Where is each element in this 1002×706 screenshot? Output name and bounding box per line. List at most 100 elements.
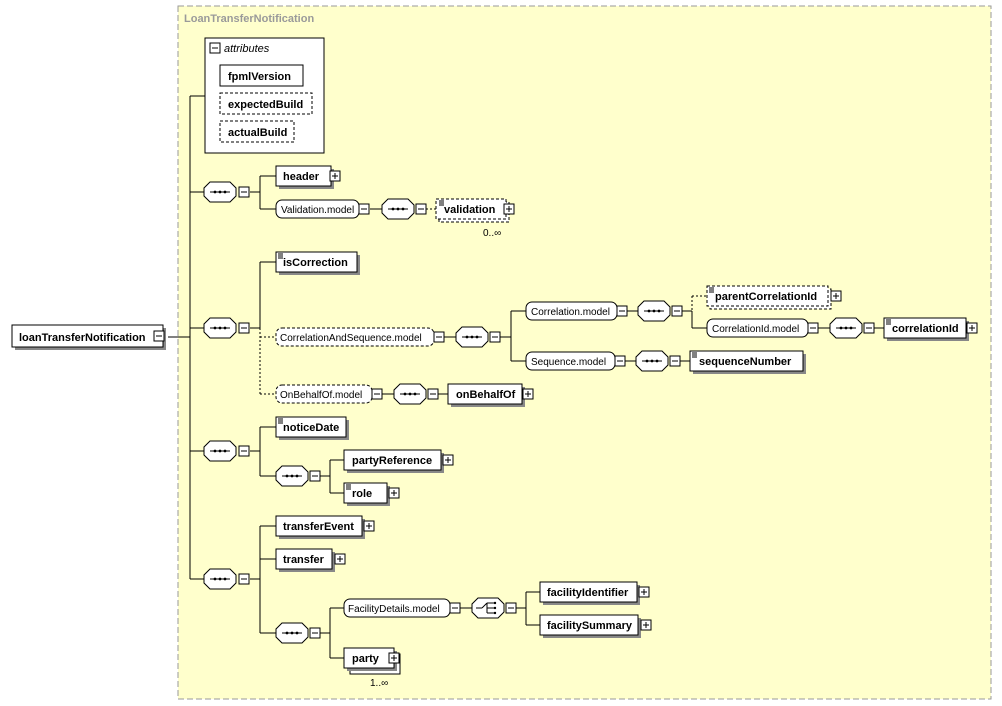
root-element[interactable]: loanTransferNotification — [11, 324, 166, 350]
collapse-icon[interactable] — [209, 42, 221, 54]
element-role[interactable]: role — [343, 482, 400, 506]
element-facilityidentifier[interactable]: facilityIdentifier — [539, 581, 650, 605]
svg-text:transferEvent: transferEvent — [283, 521, 354, 533]
sequence-compositor-facility[interactable] — [275, 622, 321, 644]
attributes-title: attributes — [224, 43, 270, 55]
group-facilitydetails-model[interactable]: FacilityDetails.model — [343, 598, 461, 618]
sequence-compositor-correlation[interactable] — [637, 300, 683, 322]
sequence-compositor-2[interactable] — [203, 317, 250, 339]
text-content-icon — [439, 200, 444, 206]
svg-text:expectedBuild: expectedBuild — [228, 99, 303, 111]
svg-text:sequenceNumber: sequenceNumber — [699, 356, 792, 368]
sequence-compositor-3[interactable] — [203, 440, 250, 462]
element-onbehalfof[interactable]: onBehalfOf — [447, 383, 534, 407]
connectors — [168, 95, 884, 659]
collapse-icon[interactable] — [153, 330, 165, 342]
sequence-compositor-onbehalfof[interactable] — [393, 383, 439, 405]
expand-icon — [640, 619, 652, 631]
group-correlationid-model[interactable]: CorrelationId.model — [706, 318, 819, 338]
occurrence-label: 0..∞ — [483, 228, 501, 239]
collapse-icon — [807, 322, 819, 334]
svg-text:Sequence.model: Sequence.model — [531, 357, 606, 368]
svg-text:facilitySummary: facilitySummary — [547, 620, 633, 632]
sequence-compositor-correlationid[interactable] — [829, 317, 875, 339]
expand-icon — [830, 290, 842, 302]
expand-icon — [388, 487, 400, 499]
collapse-icon — [371, 388, 383, 400]
attribute-actualbuild[interactable]: actualBuild — [219, 120, 295, 143]
element-iscorrection[interactable]: isCorrection — [275, 251, 360, 275]
svg-text:fpmlVersion: fpmlVersion — [228, 71, 291, 83]
group-correlation-model[interactable]: Correlation.model — [525, 301, 628, 321]
svg-text:header: header — [283, 171, 320, 183]
expand-icon — [638, 586, 650, 598]
text-content-icon — [692, 352, 697, 358]
expand-icon — [329, 170, 341, 182]
sequence-compositor-party-ref[interactable] — [275, 465, 321, 487]
element-sequencenumber[interactable]: sequenceNumber — [689, 350, 806, 374]
group-validation-model[interactable]: Validation.model — [275, 199, 370, 219]
sequence-compositor-corr-seq[interactable] — [455, 326, 501, 348]
group-correlation-and-sequence-model[interactable]: CorrelationAndSequence.model — [275, 327, 445, 347]
svg-text:parentCorrelationId: parentCorrelationId — [715, 291, 817, 303]
expand-icon — [522, 388, 534, 400]
expand-icon — [442, 454, 454, 466]
expand-icon — [334, 553, 346, 565]
element-transfer[interactable]: transfer — [275, 548, 346, 572]
element-correlationid[interactable]: correlationId — [883, 317, 978, 341]
choice-compositor-facility[interactable] — [471, 597, 517, 619]
collapse-icon — [449, 602, 461, 614]
group-sequence-model[interactable]: Sequence.model — [525, 351, 626, 371]
expand-icon — [388, 652, 400, 664]
element-validation[interactable]: validation 0..∞ — [435, 198, 515, 239]
text-content-icon — [278, 418, 283, 424]
element-facilitysummary[interactable]: facilitySummary — [539, 614, 652, 638]
svg-text:onBehalfOf: onBehalfOf — [456, 389, 516, 401]
svg-text:party: party — [352, 653, 380, 665]
text-content-icon — [346, 484, 351, 490]
collapse-icon — [433, 331, 445, 343]
svg-text:transfer: transfer — [283, 554, 325, 566]
svg-text:validation: validation — [444, 204, 496, 216]
collapse-icon — [616, 305, 628, 317]
collapse-icon — [614, 355, 626, 367]
svg-text:FacilityDetails.model: FacilityDetails.model — [348, 604, 440, 615]
attribute-expectedbuild[interactable]: expectedBuild — [219, 92, 313, 115]
sequence-compositor-4[interactable] — [203, 568, 250, 590]
sequence-compositor-validation[interactable] — [381, 198, 427, 220]
sequence-compositor-sequence[interactable] — [635, 350, 681, 372]
svg-text:partyReference: partyReference — [352, 455, 432, 467]
element-noticedate[interactable]: noticeDate — [275, 416, 349, 440]
svg-text:OnBehalfOf.model: OnBehalfOf.model — [280, 390, 362, 401]
svg-text:CorrelationAndSequence.model: CorrelationAndSequence.model — [280, 333, 422, 344]
text-content-icon — [886, 319, 891, 325]
svg-text:CorrelationId.model: CorrelationId.model — [712, 324, 799, 335]
group-onbehalfof-model[interactable]: OnBehalfOf.model — [275, 384, 383, 404]
attribute-fpmlversion[interactable]: fpmlVersion — [219, 64, 304, 87]
element-transferevent[interactable]: transferEvent — [275, 515, 375, 539]
occurrence-label: 1..∞ — [370, 678, 388, 689]
frame-title: LoanTransferNotification — [184, 13, 314, 25]
expand-icon — [503, 203, 515, 215]
svg-text:actualBuild: actualBuild — [228, 127, 287, 139]
collapse-icon — [358, 203, 370, 215]
svg-text:isCorrection: isCorrection — [283, 257, 348, 269]
text-content-icon — [278, 253, 283, 259]
svg-text:role: role — [352, 488, 372, 500]
sequence-compositor-1[interactable] — [203, 181, 250, 203]
expand-icon — [363, 520, 375, 532]
svg-text:noticeDate: noticeDate — [283, 422, 339, 434]
element-parentcorrelationid[interactable]: parentCorrelationId — [706, 285, 842, 310]
svg-text:facilityIdentifier: facilityIdentifier — [547, 587, 629, 599]
svg-text:correlationId: correlationId — [892, 323, 959, 335]
element-party[interactable]: party 1..∞ — [343, 647, 401, 689]
element-header[interactable]: header — [275, 165, 341, 189]
element-partyreference[interactable]: partyReference — [343, 449, 454, 473]
attributes-box: attributes fpmlVersion expectedBuild act… — [204, 37, 325, 154]
svg-text:Validation.model: Validation.model — [281, 205, 354, 216]
text-content-icon — [709, 287, 714, 293]
root-label: loanTransferNotification — [19, 332, 146, 344]
expand-icon — [966, 322, 978, 334]
svg-text:Correlation.model: Correlation.model — [531, 307, 610, 318]
